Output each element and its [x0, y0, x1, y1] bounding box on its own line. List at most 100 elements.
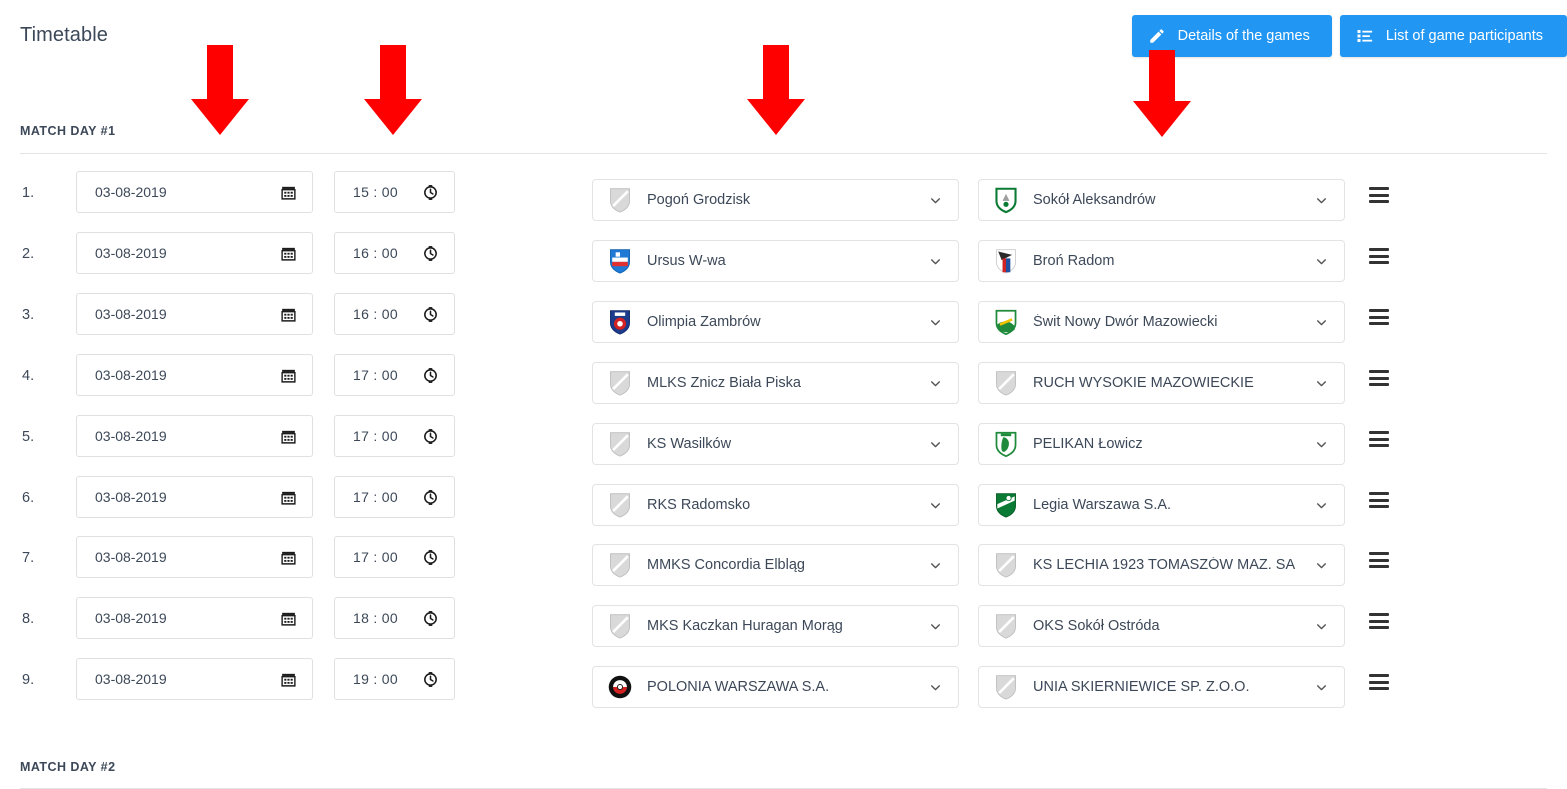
- drag-handle-icon[interactable]: [1369, 370, 1389, 386]
- away-team-select[interactable]: RUCH WYSOKIE MAZOWIECKIE: [978, 362, 1345, 404]
- home-team-select[interactable]: MLKS Znicz Biała Piska: [592, 362, 959, 404]
- clock-icon[interactable]: [422, 245, 454, 262]
- row-number: 5.: [22, 429, 35, 445]
- chevron-down-icon[interactable]: [929, 499, 942, 512]
- calendar-icon[interactable]: [280, 549, 312, 566]
- away-team-select[interactable]: OKS Sokół Ostróda: [978, 605, 1345, 647]
- drag-handle-icon[interactable]: [1369, 248, 1389, 264]
- drag-handle-icon[interactable]: [1369, 187, 1389, 203]
- pencil-icon: [1148, 27, 1166, 45]
- clock-icon[interactable]: [422, 367, 454, 384]
- chevron-down-icon[interactable]: [929, 681, 942, 694]
- chevron-down-icon[interactable]: [929, 559, 942, 572]
- home-team-select[interactable]: POLONIA WARSZAWA S.A.: [592, 666, 959, 708]
- home-team-select[interactable]: KS Wasilków: [592, 423, 959, 465]
- chevron-down-icon[interactable]: [1315, 681, 1328, 694]
- home-team-crest-icon: [605, 246, 635, 276]
- match-time-value: 17 : 00: [353, 428, 398, 444]
- calendar-icon[interactable]: [280, 245, 312, 262]
- list-of-game-participants-button[interactable]: List of game participants: [1339, 15, 1567, 57]
- details-of-the-games-button[interactable]: Details of the games: [1131, 15, 1332, 57]
- drag-handle-icon[interactable]: [1369, 492, 1389, 508]
- clock-icon[interactable]: [422, 549, 454, 566]
- clock-icon[interactable]: [422, 671, 454, 688]
- match-time-input[interactable]: 16 : 00: [334, 232, 455, 274]
- match-time-input[interactable]: 17 : 00: [334, 536, 455, 578]
- match-date-value: 03-08-2019: [95, 184, 167, 200]
- clock-icon[interactable]: [422, 489, 454, 506]
- match-date-input[interactable]: 03-08-2019: [76, 354, 313, 396]
- match-time-input[interactable]: 17 : 00: [334, 415, 455, 457]
- match-time-value: 18 : 00: [353, 610, 398, 626]
- calendar-icon[interactable]: [280, 671, 312, 688]
- match-date-input[interactable]: 03-08-2019: [76, 536, 313, 578]
- clock-icon[interactable]: [422, 428, 454, 445]
- chevron-down-icon[interactable]: [929, 620, 942, 633]
- drag-handle-icon[interactable]: [1369, 674, 1389, 690]
- away-team-select[interactable]: KS LECHIA 1923 TOMASZÓW MAZ. SA: [978, 544, 1345, 586]
- home-team-crest-icon: [605, 185, 635, 215]
- drag-handle-icon[interactable]: [1369, 552, 1389, 568]
- list-icon: [1356, 27, 1374, 45]
- match-time-input[interactable]: 16 : 00: [334, 293, 455, 335]
- chevron-down-icon[interactable]: [1315, 499, 1328, 512]
- away-team-select[interactable]: Sokół Aleksandrów: [978, 179, 1345, 221]
- calendar-icon[interactable]: [280, 610, 312, 627]
- calendar-icon[interactable]: [280, 428, 312, 445]
- away-team-label: Legia Warszawa S.A.: [1033, 497, 1172, 513]
- home-team-select[interactable]: MMKS Concordia Elbląg: [592, 544, 959, 586]
- chevron-down-icon[interactable]: [929, 194, 942, 207]
- away-team-select[interactable]: Broń Radom: [978, 240, 1345, 282]
- calendar-icon[interactable]: [280, 489, 312, 506]
- home-team-select[interactable]: Pogoń Grodzisk: [592, 179, 959, 221]
- match-date-input[interactable]: 03-08-2019: [76, 658, 313, 700]
- away-team-label: Broń Radom: [1033, 253, 1115, 269]
- away-team-select[interactable]: Świt Nowy Dwór Mazowiecki: [978, 301, 1345, 343]
- chevron-down-icon[interactable]: [929, 438, 942, 451]
- match-row: 9. 03-08-2019 19 : 00 POLONIA WARSZAWA S…: [0, 651, 1567, 711]
- chevron-down-icon[interactable]: [929, 255, 942, 268]
- chevron-down-icon[interactable]: [1315, 559, 1328, 572]
- chevron-down-icon[interactable]: [1315, 377, 1328, 390]
- chevron-down-icon[interactable]: [1315, 316, 1328, 329]
- calendar-icon[interactable]: [280, 367, 312, 384]
- away-team-select[interactable]: Legia Warszawa S.A.: [978, 484, 1345, 526]
- clock-icon[interactable]: [422, 184, 454, 201]
- match-date-input[interactable]: 03-08-2019: [76, 232, 313, 274]
- match-row: 1. 03-08-2019 15 : 00 Pogoń Grodzisk Sok…: [0, 164, 1567, 224]
- away-team-select[interactable]: UNIA SKIERNIEWICE SP. Z.O.O.: [978, 666, 1345, 708]
- top-actions-toolbar: Details of the games List of game partic…: [1131, 15, 1567, 57]
- drag-handle-icon[interactable]: [1369, 309, 1389, 325]
- calendar-icon[interactable]: [280, 184, 312, 201]
- match-date-input[interactable]: 03-08-2019: [76, 171, 313, 213]
- row-number: 1.: [22, 185, 35, 201]
- match-date-input[interactable]: 03-08-2019: [76, 597, 313, 639]
- home-team-crest-icon: [605, 672, 635, 702]
- calendar-icon[interactable]: [280, 306, 312, 323]
- match-date-input[interactable]: 03-08-2019: [76, 415, 313, 457]
- match-date-input[interactable]: 03-08-2019: [76, 476, 313, 518]
- home-team-select[interactable]: RKS Radomsko: [592, 484, 959, 526]
- away-team-label: RUCH WYSOKIE MAZOWIECKIE: [1033, 375, 1254, 391]
- chevron-down-icon[interactable]: [1315, 255, 1328, 268]
- clock-icon[interactable]: [422, 610, 454, 627]
- chevron-down-icon[interactable]: [929, 316, 942, 329]
- chevron-down-icon[interactable]: [1315, 620, 1328, 633]
- away-team-select[interactable]: PELIKAN Łowicz: [978, 423, 1345, 465]
- match-time-input[interactable]: 18 : 00: [334, 597, 455, 639]
- match-time-input[interactable]: 17 : 00: [334, 476, 455, 518]
- chevron-down-icon[interactable]: [1315, 438, 1328, 451]
- match-time-input[interactable]: 17 : 00: [334, 354, 455, 396]
- home-team-select[interactable]: Ursus W-wa: [592, 240, 959, 282]
- match-time-input[interactable]: 15 : 00: [334, 171, 455, 213]
- chevron-down-icon[interactable]: [1315, 194, 1328, 207]
- match-time-input[interactable]: 19 : 00: [334, 658, 455, 700]
- clock-icon[interactable]: [422, 306, 454, 323]
- drag-handle-icon[interactable]: [1369, 431, 1389, 447]
- drag-handle-icon[interactable]: [1369, 613, 1389, 629]
- home-team-select[interactable]: MKS Kaczkan Huragan Morąg: [592, 605, 959, 647]
- chevron-down-icon[interactable]: [929, 377, 942, 390]
- match-date-input[interactable]: 03-08-2019: [76, 293, 313, 335]
- match-row: 3. 03-08-2019 16 : 00 Olimpia Zambrów Św…: [0, 286, 1567, 346]
- home-team-select[interactable]: Olimpia Zambrów: [592, 301, 959, 343]
